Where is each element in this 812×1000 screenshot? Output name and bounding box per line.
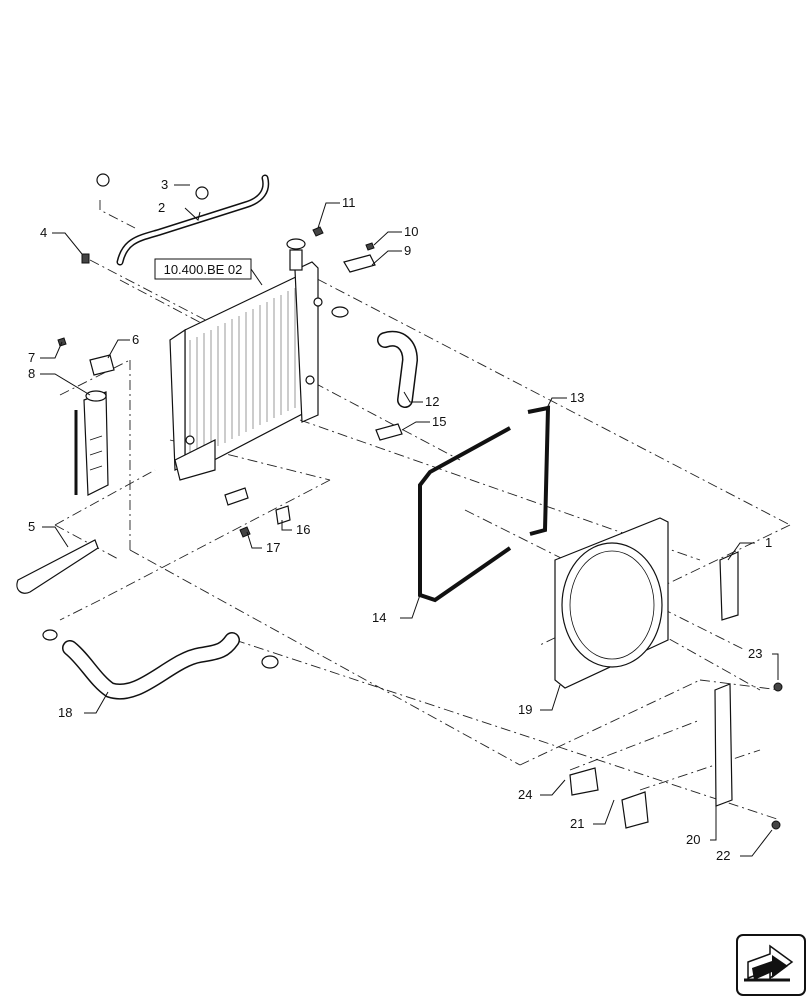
seal-icon [527,405,551,536]
callout-16[interactable]: 16 [296,522,310,537]
callout-19[interactable]: 19 [518,702,532,717]
bracket-icon [343,254,376,273]
callout-7[interactable]: 7 [28,350,35,365]
bolt-icon [365,242,375,251]
callout-2[interactable]: 2 [158,200,165,215]
nut-icon [771,820,781,830]
callout-12[interactable]: 12 [425,394,439,409]
hose-clamp-icon [261,655,279,669]
callout-11[interactable]: 11 [342,195,356,210]
overflow-hose [96,173,270,266]
callout-3[interactable]: 3 [161,177,168,192]
reference-label: 10.400.BE 02 [164,262,243,277]
fan-shroud [554,517,669,689]
callout-17[interactable]: 17 [266,540,280,555]
hose-clamp-icon [375,423,403,441]
callout-4[interactable]: 4 [40,225,47,240]
hose-clamp-icon [331,306,349,318]
expansion-tank [57,337,115,496]
callout-20[interactable]: 20 [686,832,700,847]
radiator-fins [189,288,296,460]
callout-23[interactable]: 23 [748,646,762,661]
lower-hose [42,629,279,700]
strap-icon [16,539,99,594]
hose-clip-icon [195,186,209,200]
bolt-icon [312,226,324,237]
callout-1[interactable]: 1 [765,535,772,550]
fitting-icon [275,505,291,525]
callout-21[interactable]: 21 [570,816,584,831]
callout-labels: 1 2 3 4 5 6 7 8 9 10 11 12 13 14 15 16 1… [28,177,772,863]
fitting-icon [224,487,249,506]
bracket-icon [569,767,599,796]
bracket-icon [719,551,739,621]
bracket-icon [621,791,649,829]
callout-6[interactable]: 6 [132,332,139,347]
radiator-assembly [169,238,323,481]
tank-bracket-icon [89,354,115,376]
callout-22[interactable]: 22 [716,848,730,863]
callout-8[interactable]: 8 [28,366,35,381]
radiator-cap-icon [286,238,306,250]
next-page-button[interactable] [736,934,806,996]
bolt-icon [81,253,90,264]
bracket-icon [714,683,733,807]
assembly-lines [54,200,791,821]
hose-clip-icon [96,173,110,187]
callout-10[interactable]: 10 [404,224,418,239]
callout-9[interactable]: 9 [404,243,411,258]
callout-5[interactable]: 5 [28,519,35,534]
next-page-arrow-icon [744,944,794,982]
callout-15[interactable]: 15 [432,414,446,429]
hose-clamp-icon [42,629,58,641]
reference-label-box[interactable]: 10.400.BE 02 [154,258,263,286]
callout-18[interactable]: 18 [58,705,72,720]
callout-13[interactable]: 13 [570,390,584,405]
upper-hose [331,306,419,441]
nut-icon [773,682,783,692]
seal-icon [418,426,512,603]
callout-24[interactable]: 24 [518,787,532,802]
callout-14[interactable]: 14 [372,610,386,625]
callout-leaders [40,184,779,857]
